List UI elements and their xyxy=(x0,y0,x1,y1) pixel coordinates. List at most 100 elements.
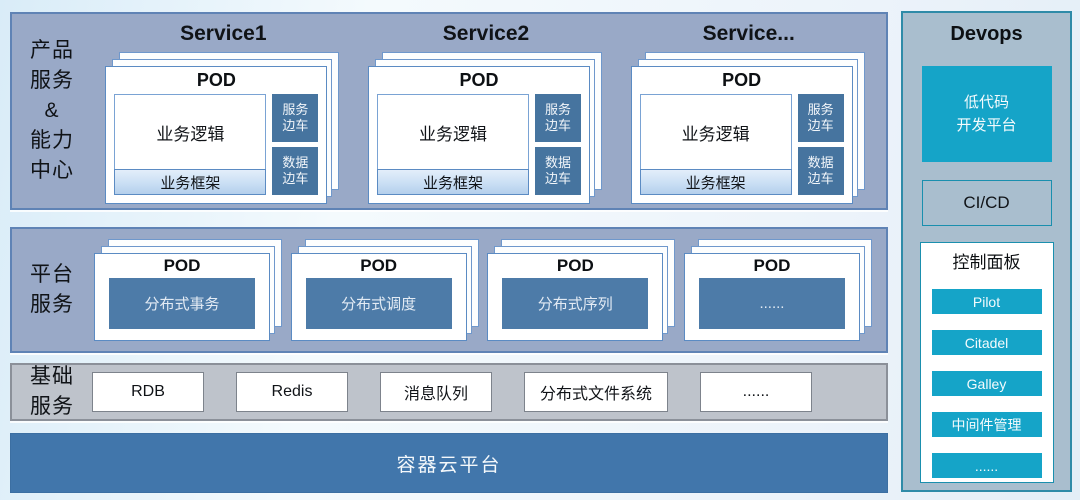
pod-title: POD xyxy=(459,70,499,90)
pod-card: POD 业务逻辑 业务框架 服务 边车 xyxy=(368,66,590,204)
business-framework-bar: 业务框架 xyxy=(114,169,267,195)
data-sidecar-box: 数据 边车 xyxy=(797,147,844,195)
band1-label-line: 产品 xyxy=(30,39,74,62)
band-container-cloud-platform: 容器云平台 xyxy=(10,433,888,493)
sidecar-line: 服务 xyxy=(544,102,571,117)
band1-label-line: 服务 xyxy=(30,69,74,92)
business-framework-bar: 业务框架 xyxy=(639,169,792,195)
band2-label: 平台 服务 xyxy=(12,229,92,351)
service-sidecar-box: 服务 边车 xyxy=(535,94,581,142)
sidecar-line: 数据 xyxy=(282,155,309,170)
business-framework-bar: 业务框架 xyxy=(377,169,529,195)
band3-label: 基础 服务 xyxy=(12,365,92,419)
service-sidecar-box: 服务 边车 xyxy=(272,94,319,142)
business-logic-column: 业务逻辑 业务框架 xyxy=(639,94,792,195)
sidecar-line: 边车 xyxy=(544,118,571,133)
container-cloud-platform-title: 容器云平台 xyxy=(396,454,502,476)
sidecar-line: 边车 xyxy=(544,171,571,186)
business-logic-box: 业务逻辑 xyxy=(114,94,267,170)
band1-label: 产品 服务 & 能力 中心 xyxy=(12,14,92,208)
sidecar-line: 边车 xyxy=(282,118,309,133)
lowcode-platform-box: 低代码 开发平台 xyxy=(921,66,1052,162)
band-platform-services: 平台 服务 POD 分布式事务 POD 分布式调度 xyxy=(10,227,888,353)
pod-body: 业务逻辑 业务框架 服务 边车 数据 边车 xyxy=(114,94,319,195)
business-logic-column: 业务逻辑 业务框架 xyxy=(377,94,529,195)
business-logic-box: 业务逻辑 xyxy=(639,94,792,170)
band1-label-line: 能力 xyxy=(30,129,74,152)
panel-item-citadel: Citadel xyxy=(931,330,1042,355)
service-sidecar-box: 服务 边车 xyxy=(797,94,844,142)
panel-item-middleware-mgmt: 中间件管理 xyxy=(931,412,1042,437)
sidecar-column: 服务 边车 数据 边车 xyxy=(272,94,319,195)
infra-box-rdb: RDB xyxy=(92,372,204,412)
data-sidecar-box: 数据 边车 xyxy=(272,147,319,195)
pod-card: POD 分布式调度 xyxy=(290,253,467,341)
control-panel: 控制面板 Pilot Citadel Galley 中间件管理 ...... xyxy=(919,242,1054,483)
infra-box-message-queue: 消息队列 xyxy=(380,372,492,412)
band1-label-line: 中心 xyxy=(30,159,74,182)
service-title: Service... xyxy=(702,22,795,45)
pod-stack: POD 业务逻辑 业务框架 服务 边车 xyxy=(105,52,341,204)
pod-stack: POD 业务逻辑 业务框架 服务 边车 xyxy=(368,52,604,204)
pod-body: 业务逻辑 业务框架 服务 边车 数据 边车 xyxy=(377,94,581,195)
platform-pod-stack-1: POD 分布式事务 xyxy=(94,239,282,341)
pod-title: POD xyxy=(556,256,594,275)
pod-card: POD 分布式序列 xyxy=(487,253,664,341)
sidecar-column: 服务 边车 数据 边车 xyxy=(797,94,844,195)
pod-title: POD xyxy=(360,256,398,275)
sidecar-line: 边车 xyxy=(807,118,834,133)
pod-title: POD xyxy=(722,70,762,90)
band3-label-line: 服务 xyxy=(30,395,74,418)
panel-item-pilot: Pilot xyxy=(931,289,1042,314)
band2-label-line: 服务 xyxy=(30,293,74,316)
infra-box-more: ...... xyxy=(700,372,812,412)
infra-box-redis: Redis xyxy=(236,372,348,412)
business-logic-box: 业务逻辑 xyxy=(377,94,529,170)
platform-pod-row: POD 分布式事务 POD 分布式调度 POD 分布式序列 xyxy=(92,229,886,351)
cicd-box: CI/CD xyxy=(921,180,1052,226)
sidecar-line: 服务 xyxy=(807,102,834,117)
infra-box-row: RDB Redis 消息队列 分布式文件系统 ...... xyxy=(92,365,886,419)
sidecar-line: 数据 xyxy=(807,155,834,170)
platform-service-box: ...... xyxy=(698,278,845,329)
pod-card: POD 业务逻辑 业务框架 服务 边车 xyxy=(105,66,328,204)
devops-title: Devops xyxy=(950,23,1023,45)
service-group-2: Service2 POD 业务逻辑 业务框架 xyxy=(355,20,618,208)
platform-service-box: 分布式序列 xyxy=(502,278,649,329)
lowcode-line: 开发平台 xyxy=(956,117,1017,134)
platform-pod-stack-3: POD 分布式序列 xyxy=(487,239,676,341)
infra-box-distributed-fs: 分布式文件系统 xyxy=(524,372,668,412)
pod-body: 业务逻辑 业务框架 服务 边车 数据 边车 xyxy=(639,94,844,195)
data-sidecar-box: 数据 边车 xyxy=(535,147,581,195)
platform-service-box: 分布式调度 xyxy=(305,278,452,329)
service-title: Service1 xyxy=(180,22,267,45)
pod-stack: POD 业务逻辑 业务框架 服务 边车 xyxy=(630,52,867,204)
pod-title: POD xyxy=(753,256,791,275)
service-title: Service2 xyxy=(442,22,530,45)
lowcode-line: 低代码 xyxy=(963,94,1009,111)
control-panel-title: 控制面板 xyxy=(952,253,1021,272)
business-logic-column: 业务逻辑 业务框架 xyxy=(114,94,267,195)
panel-item-more: ...... xyxy=(931,453,1042,478)
band-product-services: 产品 服务 & 能力 中心 Service1 POD 业务逻辑 业务框架 xyxy=(10,12,888,210)
platform-pod-stack-2: POD 分布式调度 xyxy=(290,239,479,341)
service-group-3: Service... POD 业务逻辑 业务框架 xyxy=(617,20,880,208)
platform-service-box: 分布式事务 xyxy=(109,278,255,329)
band1-label-line: & xyxy=(44,99,60,122)
pod-title: POD xyxy=(196,70,236,90)
band3-label-line: 基础 xyxy=(30,365,74,388)
pod-title: POD xyxy=(163,256,201,275)
sidecar-line: 数据 xyxy=(544,155,571,170)
pod-card: POD 业务逻辑 业务框架 服务 边车 xyxy=(630,66,853,204)
sidecar-line: 服务 xyxy=(282,102,309,117)
band-base-services: 基础 服务 RDB Redis 消息队列 分布式文件系统 ...... xyxy=(10,363,888,421)
service-group-1: Service1 POD 业务逻辑 业务框架 xyxy=(92,20,355,208)
panel-item-galley: Galley xyxy=(931,371,1042,396)
pod-card: POD 分布式事务 xyxy=(94,253,270,341)
sidecar-column: 服务 边车 数据 边车 xyxy=(535,94,581,195)
platform-pod-stack-4: POD ...... xyxy=(683,239,872,341)
pod-card: POD ...... xyxy=(683,253,860,341)
devops-column: Devops 低代码 开发平台 CI/CD 控制面板 Pilot Citadel… xyxy=(901,11,1072,492)
service-groups: Service1 POD 业务逻辑 业务框架 xyxy=(92,14,886,208)
